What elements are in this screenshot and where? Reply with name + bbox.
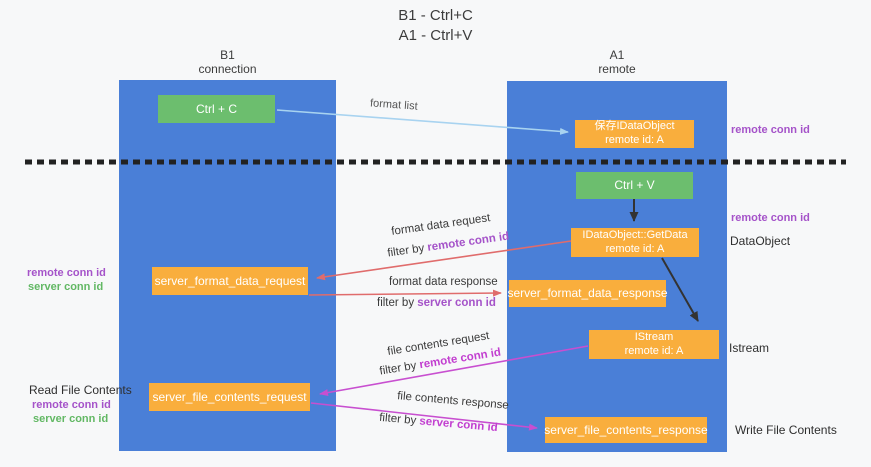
istream-side-label: Istream <box>729 341 770 355</box>
server-format-data-response-label: server_format_data_response <box>507 286 668 300</box>
ctrl-v-box: Ctrl + V <box>576 172 693 199</box>
right-column-name: A1 <box>609 48 625 62</box>
left-column-header: B1 connection <box>119 48 336 77</box>
istream-line1: IStream <box>634 330 674 343</box>
right-column-header: A1 remote <box>507 48 727 77</box>
remote-conn-id-label-right-top: remote conn id <box>731 124 810 136</box>
file-response-filter-label: filter by server conn id <box>378 411 499 435</box>
remote-conn-id-label-left-mid: remote conn id <box>27 267 106 279</box>
filter-by-text: filter by <box>378 411 420 428</box>
server-file-contents-response-label: server_file_contents_response <box>544 422 708 437</box>
dataobject-label: DataObject <box>730 234 791 248</box>
format-data-response-label: format data response <box>389 276 498 288</box>
remote-conn-id-text: remote conn id <box>426 230 510 254</box>
server-conn-id-label-left-mid: server conn id <box>28 281 104 293</box>
filter-by-text: filter by <box>377 297 418 309</box>
istream-box: IStream remote id: A <box>589 330 719 359</box>
ctrl-v-label: Ctrl + V <box>614 178 655 192</box>
ctrl-c-box: Ctrl + C <box>158 95 275 123</box>
server-format-data-response-box: server_format_data_response <box>507 280 668 307</box>
getdata-line2: remote id: A <box>605 242 665 255</box>
remote-conn-id-label-right-mid: remote conn id <box>731 212 810 224</box>
write-file-contents-label: Write File Contents <box>735 423 837 437</box>
server-file-contents-request-box: server_file_contents_request <box>149 383 310 411</box>
server-file-contents-response-box: server_file_contents_response <box>544 417 708 443</box>
istream-line2: remote id: A <box>624 344 684 357</box>
server-file-contents-request-label: server_file_contents_request <box>152 389 307 404</box>
server-format-data-request-label: server_format_data_request <box>154 273 306 288</box>
save-idataobject-box: 保存IDataObject remote id: A <box>575 120 694 148</box>
idataobject-getdata-box: IDataObject::GetData remote id: A <box>571 228 699 257</box>
title-line-1: B1 - Ctrl+C <box>398 7 473 24</box>
filter-by-text: filter by <box>386 241 429 260</box>
format-data-response-arrow <box>308 289 502 297</box>
server-conn-id-label-left-bottom: server conn id <box>33 413 109 425</box>
ctrl-c-label: Ctrl + C <box>195 101 237 116</box>
file-contents-response-label: file contents response <box>396 390 510 412</box>
save-idataobject-line2: remote id: A <box>605 134 664 146</box>
format-response-filter-label: filter by server conn id <box>377 297 496 310</box>
right-column-role: remote <box>598 62 636 77</box>
diagram-title: B1 - Ctrl+C A1 - Ctrl+V <box>0 6 871 45</box>
remote-conn-id-label-left-bottom: remote conn id <box>32 399 111 411</box>
getdata-line1: IDataObject::GetData <box>582 228 688 241</box>
read-file-contents-label: Read File Contents <box>29 383 132 397</box>
server-conn-id-text: server conn id <box>418 415 499 435</box>
left-column-role: connection <box>198 62 257 77</box>
format-list-label: format list <box>369 97 419 113</box>
left-column-name: B1 <box>220 48 235 62</box>
server-conn-id-text: server conn id <box>417 297 496 309</box>
filter-by-text: filter by <box>378 359 421 378</box>
title-line-2: A1 - Ctrl+V <box>398 26 473 44</box>
server-format-data-request-box: server_format_data_request <box>152 267 308 295</box>
save-idataobject-line1: 保存IDataObject <box>594 120 675 133</box>
